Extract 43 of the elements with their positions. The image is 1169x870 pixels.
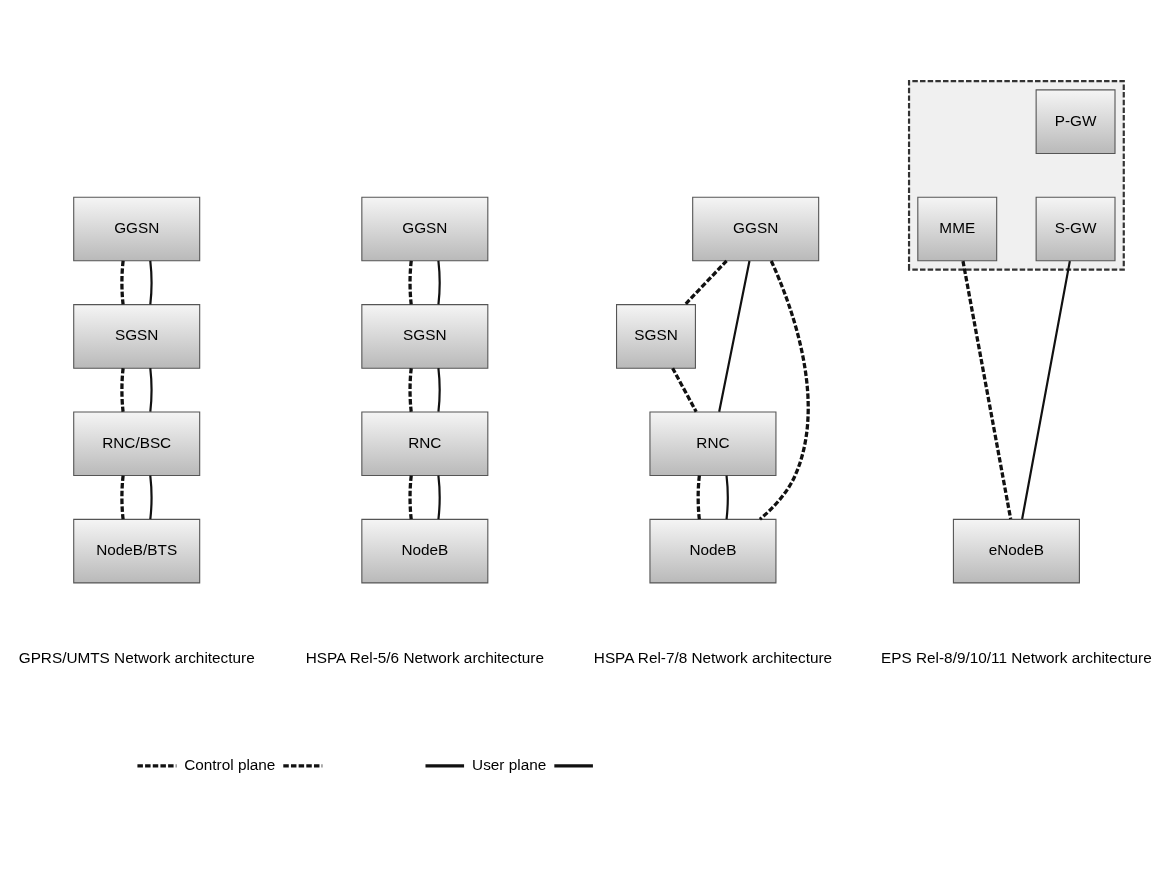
connector (758, 260, 810, 521)
node-box: GGSN (73, 196, 201, 262)
connector (1021, 260, 1071, 520)
connector (718, 260, 751, 412)
node-box: SGSN (616, 304, 696, 369)
node-box: P-GW (1035, 89, 1116, 154)
node-box: GGSN (692, 196, 820, 262)
connector (120, 368, 125, 412)
label: GPRS/UMTS Network architecture (18, 648, 255, 666)
node-box: RNC/BSC (73, 411, 201, 477)
connector (671, 367, 698, 413)
node-box: S-GW (1035, 196, 1116, 262)
node-box: NodeB (649, 518, 777, 584)
node-box: RNC (649, 411, 777, 477)
label: EPS Rel-8/9/10/11 Network architecture (881, 648, 1152, 666)
connector (149, 475, 153, 520)
legend-label: Control plane (184, 755, 276, 773)
connector (149, 368, 153, 412)
node-box: NodeB/BTS (73, 518, 201, 584)
cluster (907, 80, 1125, 271)
node-box: GGSN (361, 196, 489, 262)
node-box: eNodeB (952, 518, 1080, 584)
connector (408, 368, 413, 412)
connector (408, 260, 413, 305)
node-box: NodeB (361, 518, 489, 584)
connector (149, 260, 153, 305)
connector (725, 475, 729, 520)
connector (408, 475, 413, 520)
node-box: SGSN (73, 304, 201, 369)
connector (120, 475, 125, 520)
node-box: SGSN (361, 304, 489, 369)
connector (684, 259, 728, 306)
node-box: MME (917, 196, 998, 262)
label: HSPA Rel-7/8 Network architecture (593, 648, 833, 666)
connector (120, 260, 125, 305)
connector (437, 260, 441, 305)
connector (437, 475, 441, 520)
label: HSPA Rel-5/6 Network architecture (305, 648, 544, 666)
connector (696, 475, 701, 520)
connector (961, 260, 1013, 520)
node-box: RNC (361, 411, 489, 477)
legend-label: User plane (472, 755, 547, 773)
connector (437, 368, 441, 412)
